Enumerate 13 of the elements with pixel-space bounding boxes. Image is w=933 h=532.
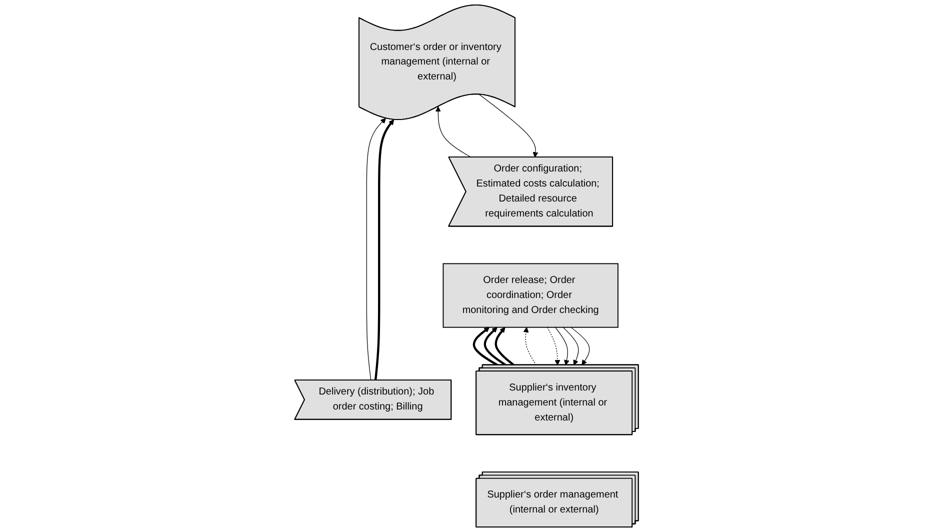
arrow [366,118,386,381]
arrow [472,327,498,366]
arrow [435,106,472,158]
arrow [484,327,506,366]
arrow [547,327,560,366]
arrow [478,94,538,158]
node-box: Order release; Order coordination; Order monitoring and Order checking [442,263,618,328]
arrow [554,327,570,366]
arrow [523,327,536,366]
arrow [374,119,394,380]
arrow [494,327,514,366]
arrow [570,327,590,366]
arrow [562,327,579,366]
